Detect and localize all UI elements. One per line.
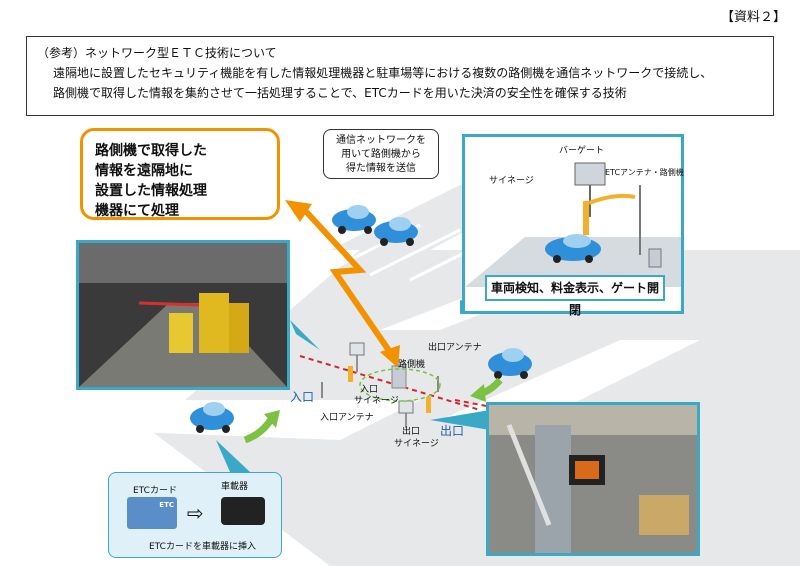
send-line-3: 得た情報を送信: [346, 163, 416, 174]
label-reader: 車載器: [221, 482, 249, 492]
intro-body-line-1: 遠隔地に設置したセキュリティ機能を有した情報処理機器と駐車場等における複数の路側…: [53, 66, 713, 80]
label-bar-gate: バーゲート: [559, 146, 605, 156]
gate-panel: バーゲート サイネージ ETCアンテナ・路側機 車両検知、料金表示、ゲート開閉: [462, 134, 684, 317]
parking-entrance-photo: [76, 240, 290, 390]
document-label: 【資料２】: [720, 10, 786, 25]
road-right: [440, 340, 700, 420]
intro-body-line-2: 路側機で取得した情報を集約させて一括処理することで、ETCカードを用いた決済の安…: [53, 86, 627, 100]
car-exiting: [488, 348, 532, 379]
road-left: [80, 400, 420, 440]
exit-signage-icon: [398, 400, 414, 414]
connector-left: [290, 320, 320, 350]
car-entering: [190, 402, 234, 433]
etc-card-logo: ETC: [159, 501, 174, 509]
parking-exit-photo: [486, 402, 700, 556]
label-signage: サイネージ: [489, 176, 534, 186]
label-exit-signage-1: 出口: [402, 427, 421, 437]
gate-caption: 車両検知、料金表示、ゲート開閉: [485, 275, 665, 317]
processing-line-1: 路側機で取得した: [95, 143, 207, 159]
connector-etc: [216, 440, 250, 472]
exit-bar-icon: [426, 397, 431, 413]
exit-photo-illustration: [489, 405, 697, 553]
label-roadside-unit: 路側機: [398, 360, 426, 370]
network-arrow-head-bottom: [380, 345, 400, 368]
intro-box: （参考）ネットワーク型ＥＴＣ技術について 遠隔地に設置したセキュリティ機能を有し…: [26, 36, 774, 116]
bar-gate-arm-icon: [588, 193, 636, 205]
etc-caption: ETCカードを車載器に挿入: [149, 542, 256, 552]
label-entrance: 入口: [290, 390, 315, 404]
send-line-2: 用いて路側機から: [341, 149, 421, 160]
etc-reader-icon: [221, 497, 265, 525]
label-etc-card: ETCカード: [133, 486, 177, 496]
signage-board-icon: [574, 162, 606, 186]
connector-right: [430, 410, 490, 430]
processing-line-2: 情報を遠隔地に: [95, 163, 193, 179]
send-line-1: 通信ネットワークを: [336, 135, 426, 146]
label-exit: 出口: [440, 424, 465, 438]
communication-loop: [359, 368, 441, 402]
network-arrow-head-top: [285, 200, 312, 222]
green-arrow-entrance-head: [264, 410, 280, 428]
gate-illustration: [465, 162, 681, 287]
label-entrance-antenna: 入口アンテナ: [320, 413, 374, 423]
green-arrow-exit-head: [470, 384, 486, 402]
entrance-signage-icon: [349, 342, 365, 356]
gate-line-entrance: [299, 355, 481, 411]
label-exit-signage-2: サイネージ: [394, 439, 439, 449]
processing-line-4: 機器にて処理: [95, 203, 179, 219]
intro-title: （参考）ネットワーク型ＥＴＣ技術について: [37, 46, 277, 60]
roadside-unit-icon: [391, 365, 407, 389]
label-exit-antenna-top: 出口アンテナ: [428, 343, 482, 353]
entrance-photo-illustration: [79, 243, 287, 387]
label-entrance-signage-1: 入口: [360, 385, 379, 395]
car-parked-1: [332, 205, 376, 234]
label-etc-antenna: ETCアンテナ・路側機: [605, 168, 684, 177]
insert-arrow-icon: ⇨: [187, 501, 204, 525]
entrance-bar-icon: [348, 366, 353, 382]
processing-callout: 路側機で取得した 情報を遠隔地に 設置した情報処理 機器にて処理: [80, 128, 280, 220]
car-parked-2: [374, 217, 418, 246]
processing-line-3: 設置した情報処理: [95, 183, 207, 199]
network-arrow: [297, 202, 395, 357]
send-callout: 通信ネットワークを 用いて路側機から 得た情報を送信: [323, 129, 439, 179]
label-entrance-signage-2: サイネージ: [354, 396, 399, 406]
roadside-unit-box-icon: [648, 248, 662, 268]
bar-gate-post-icon: [583, 201, 589, 235]
etc-card-icon: ETC: [127, 497, 177, 529]
etc-card-box: ETCカード 車載器 ETC ⇨ ETCカードを車載器に挿入: [108, 472, 282, 558]
